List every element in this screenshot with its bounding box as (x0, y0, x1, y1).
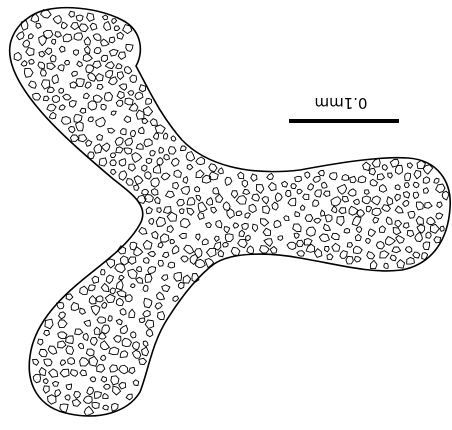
spicule-outline (10, 8, 450, 416)
spicule-body (10, 8, 450, 416)
scale-bar-label: 0.1mm (314, 94, 367, 112)
scale-bar: 0.1mm (289, 94, 399, 121)
